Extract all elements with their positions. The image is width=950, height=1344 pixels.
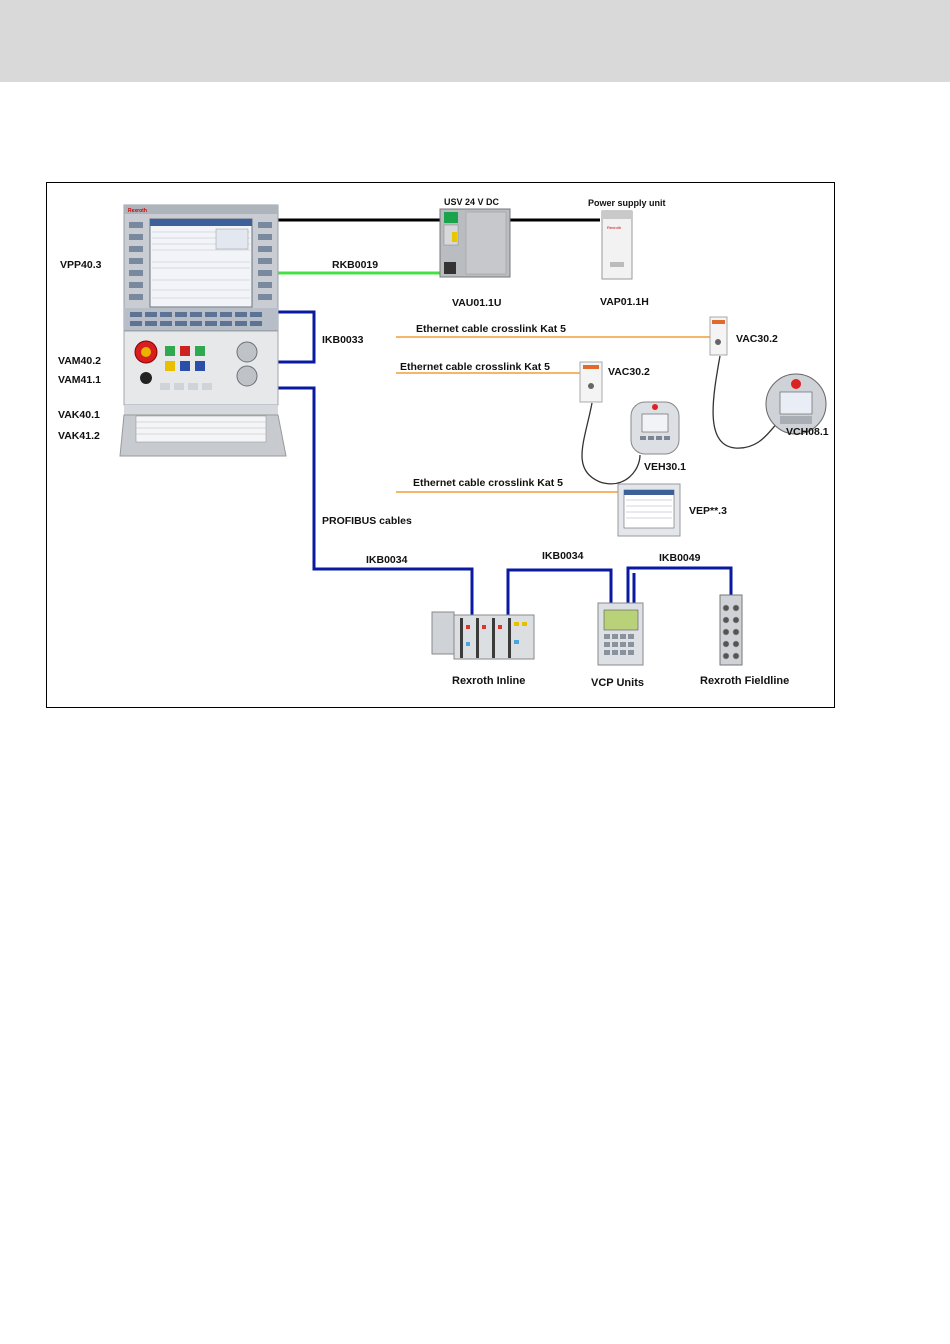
label-vap: VAP01.1H <box>600 296 649 308</box>
label-vau: VAU01.1U <box>452 297 501 309</box>
label-vpp: VPP40.3 <box>60 259 102 271</box>
label-vcp-units: VCP Units <box>591 677 644 689</box>
svg-text:Rexroth: Rexroth <box>128 208 147 214</box>
label-vam402: VAM40.2 <box>58 355 101 367</box>
label-rexroth-fieldline: Rexroth Fieldline <box>700 675 789 687</box>
label-vam411: VAM41.1 <box>58 374 101 386</box>
label-ikb0034-b: IKB0034 <box>542 550 584 562</box>
label-usv: USV 24 V DC <box>444 197 500 207</box>
vpp-operator-panel: Rexroth <box>123 204 279 331</box>
vac-connector-box-right <box>709 316 728 356</box>
veh-cable <box>581 402 641 485</box>
label-ethernet-2: Ethernet cable crosslink Kat 5 <box>400 361 550 373</box>
label-ikb0049: IKB0049 <box>659 552 701 564</box>
profibus-cable-vcp-fieldline <box>626 566 733 603</box>
label-ikb0034-a: IKB0034 <box>366 554 408 566</box>
veh-handheld-terminal <box>630 401 680 455</box>
rexroth-inline-io <box>431 611 535 660</box>
label-veh: VEH30.1 <box>644 461 686 473</box>
label-ikb0033: IKB0033 <box>322 334 364 346</box>
label-profibus: PROFIBUS cables <box>322 515 412 527</box>
vak-keyboard <box>119 405 287 457</box>
label-vak412: VAK41.2 <box>58 430 100 442</box>
vep-panel <box>617 483 681 537</box>
vch-cable <box>712 355 781 449</box>
label-vch: VCH08.1 <box>786 426 829 438</box>
label-vep: VEP**.3 <box>689 505 727 517</box>
label-rkb: RKB0019 <box>332 259 378 271</box>
vch-handheld-terminal <box>765 373 827 435</box>
profibus-cable-inline-vcp <box>506 568 613 617</box>
power-supply-unit: Rexroth <box>601 210 633 280</box>
page-header-bar <box>0 0 950 82</box>
svg-text:Rexroth: Rexroth <box>607 225 621 230</box>
rexroth-fieldline-io <box>719 594 743 666</box>
vcp-unit <box>597 602 644 666</box>
ikb0033-cable <box>278 310 316 364</box>
vam-machine-control-panel <box>123 330 279 406</box>
label-vac-middle: VAC30.2 <box>608 366 650 378</box>
label-ethernet-3: Ethernet cable crosslink Kat 5 <box>413 477 563 489</box>
label-rexroth-inline: Rexroth Inline <box>452 675 525 687</box>
usv-power-module <box>439 208 511 278</box>
diagram-frame <box>46 182 835 708</box>
profibus-cable-main <box>278 386 474 617</box>
label-vak401: VAK40.1 <box>58 409 100 421</box>
label-vac-right: VAC30.2 <box>736 333 778 345</box>
vac-connector-box-middle <box>579 361 603 403</box>
label-psu: Power supply unit <box>588 198 666 208</box>
label-ethernet-1: Ethernet cable crosslink Kat 5 <box>416 323 566 335</box>
